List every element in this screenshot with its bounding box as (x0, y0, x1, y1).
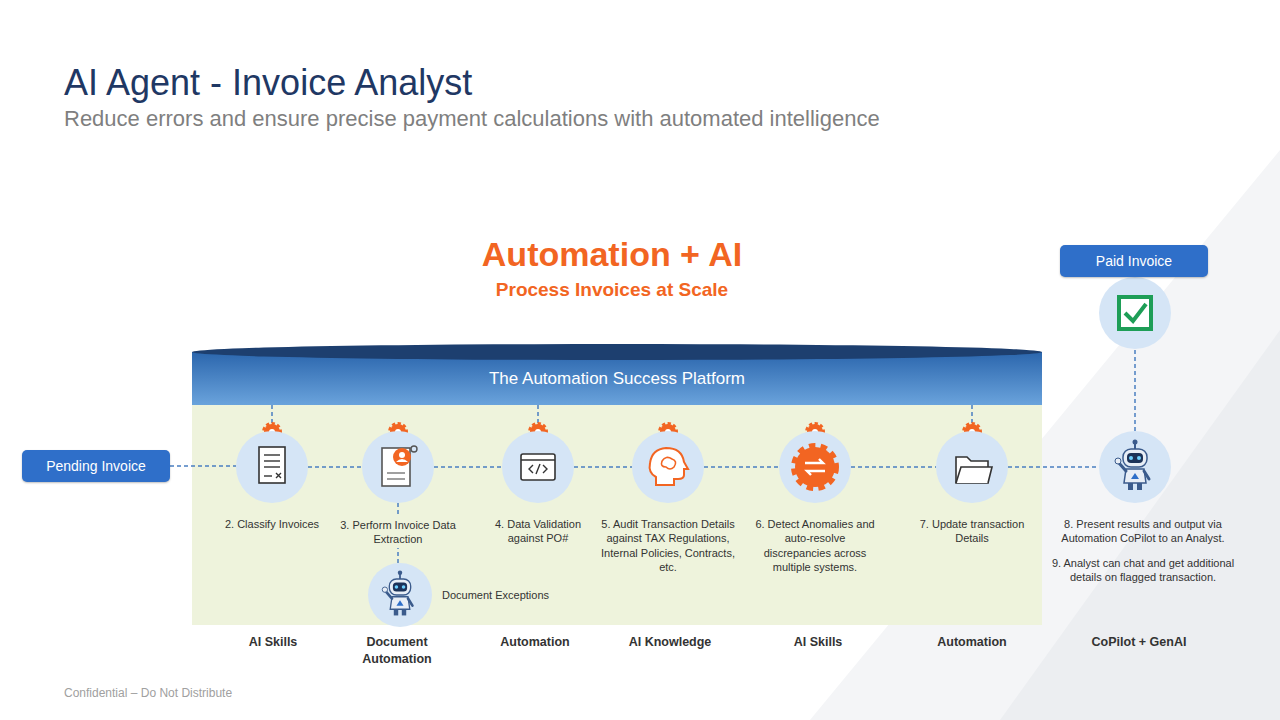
step-label: 7. Update transaction Details (912, 517, 1032, 546)
step-circle: 7. Update transaction Details (936, 431, 1008, 503)
step-label-wrap: 5. Audit Transaction Details against TAX… (595, 517, 741, 574)
step-label-wrap: 3. Perform Invoice Data Extraction (333, 517, 463, 548)
step-circle: Document Exceptions (368, 563, 432, 627)
step-label: 2. Classify Invoices (207, 517, 337, 531)
category-label: CoPilot + GenAI (1059, 634, 1219, 651)
step-icon (236, 431, 308, 503)
dashed-connector (170, 465, 236, 467)
check-box (1119, 297, 1151, 329)
step-label: 3. Perform Invoice Data Extraction (333, 517, 463, 548)
step-icon (1099, 431, 1171, 503)
button-label: Pending Invoice (46, 458, 146, 474)
category-label: Automation (912, 634, 1032, 651)
cylinder-top (192, 344, 1042, 360)
step-label: 8. Present results and output via Automa… (1043, 517, 1243, 546)
confidential-note: Confidential – Do Not Distribute (64, 686, 232, 700)
category-label: AI Skills (758, 634, 878, 651)
category-label: Automation (475, 634, 595, 651)
category-label: AI Knowledge (610, 634, 730, 651)
step-icon (368, 563, 432, 627)
band-title-wrap: The Automation Success Platform (192, 369, 1042, 389)
step-circle: 3. Perform Invoice Data Extraction (362, 431, 434, 503)
category-label: Document Automation (347, 634, 447, 668)
step-circle: 6. Detect Anomalies and auto-resolve dis… (779, 431, 851, 503)
subtitle: Reduce errors and ensure precise payment… (64, 106, 880, 132)
step-circle: 5. Audit Transaction Details against TAX… (632, 431, 704, 503)
step-label-wrap: Document Exceptions (442, 588, 549, 602)
button-label: Paid Invoice (1096, 253, 1172, 269)
step-label: 9. Analyst can chat and get additional d… (1043, 556, 1243, 585)
page-title: AI Agent - Invoice Analyst (64, 62, 472, 104)
dashed-connector (704, 466, 779, 468)
dashed-connector (851, 466, 936, 468)
dashed-connector (574, 466, 632, 468)
platform-cylinder: The Automation Success Platform 2. Classi… (192, 345, 1042, 625)
band-title: The Automation Success Platform (192, 369, 1042, 389)
status-button: Paid Invoice (1060, 245, 1208, 277)
step-label-wrap: 2. Classify Invoices (207, 517, 337, 531)
step-circle: 4. Data Validation against PO# (502, 431, 574, 503)
step-label: 5. Audit Transaction Details against TAX… (595, 517, 741, 574)
step-label-wrap: 6. Detect Anomalies and auto-resolve dis… (750, 517, 880, 574)
step-circle: 8. Present results and output via Automa… (1099, 431, 1171, 503)
dashed-connector (308, 466, 362, 468)
step-label-wrap: 7. Update transaction Details (912, 517, 1032, 546)
headline: Automation + AI (482, 235, 742, 274)
dashed-connector (434, 466, 502, 468)
subheadline: Process Invoices at Scale (496, 279, 728, 301)
step-icon (936, 431, 1008, 503)
step-label-wrap: 8. Present results and output via Automa… (1043, 517, 1243, 584)
dashed-connector (1008, 466, 1099, 468)
step-icon (779, 431, 851, 503)
step-label: 6. Detect Anomalies and auto-resolve dis… (750, 517, 880, 574)
step-icon (502, 431, 574, 503)
step-label: Document Exceptions (442, 588, 549, 602)
step-label: 4. Data Validation against PO# (478, 517, 598, 546)
platform-ground (192, 405, 1042, 625)
status-button: Pending Invoice (22, 450, 170, 482)
step-circle: 2. Classify Invoices (236, 431, 308, 503)
step-icon (632, 431, 704, 503)
check-circle (1099, 277, 1171, 349)
check-mark (1125, 304, 1146, 321)
category-label: AI Skills (213, 634, 333, 651)
step-label-wrap: 4. Data Validation against PO# (478, 517, 598, 546)
step-icon (362, 431, 434, 503)
